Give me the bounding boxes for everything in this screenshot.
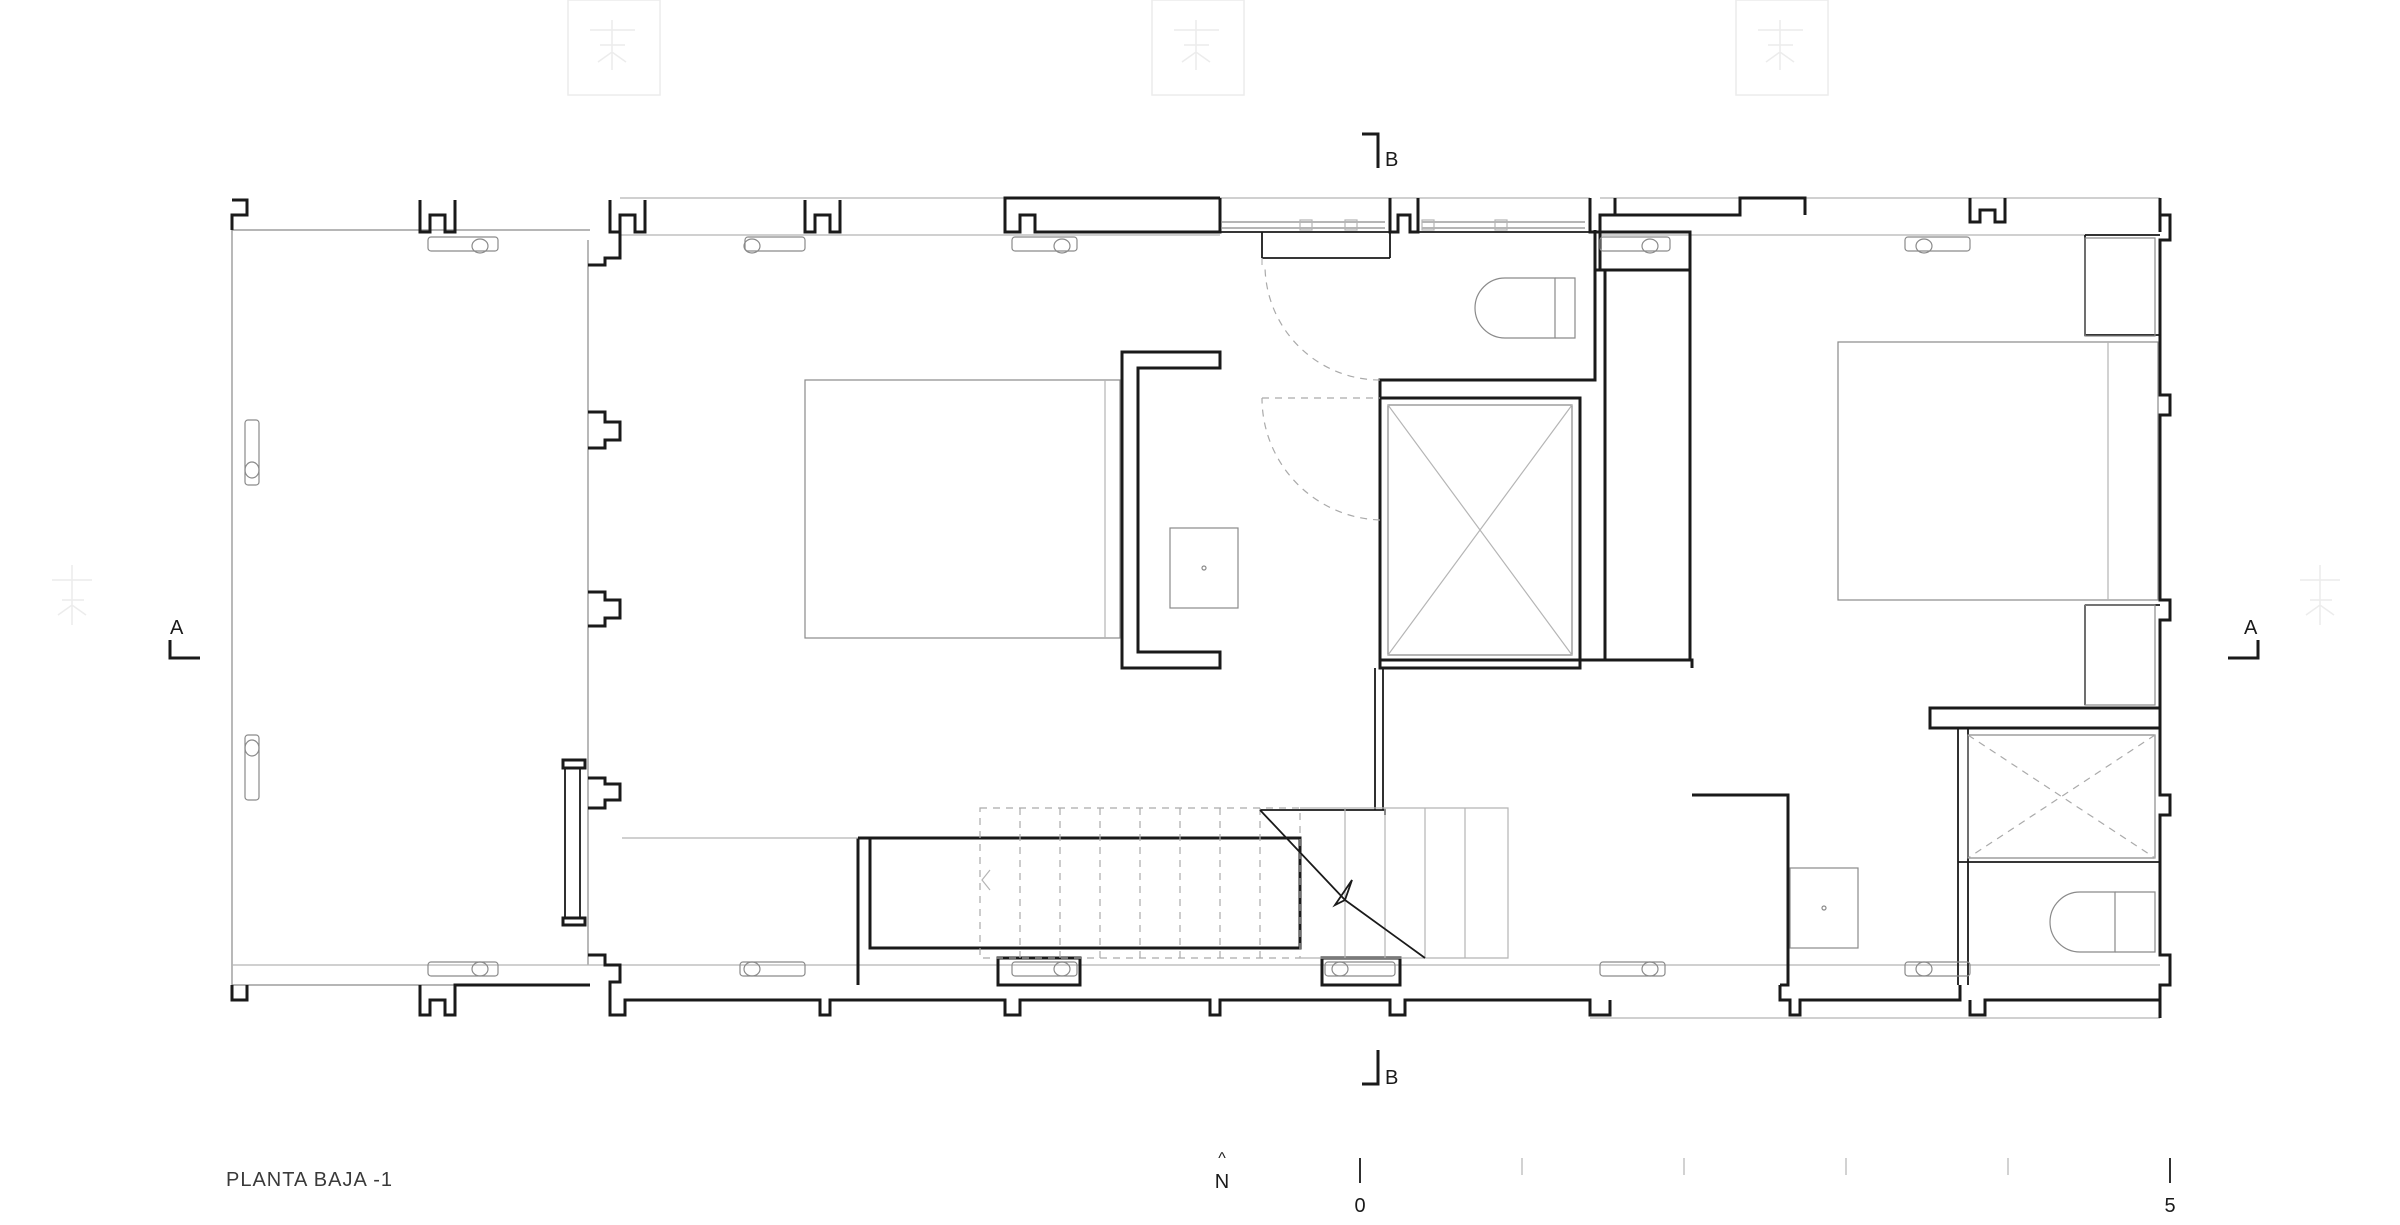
- scale-start-label: 0: [1354, 1195, 1365, 1217]
- scale-bar: 0 5: [1354, 1158, 2176, 1217]
- section-mark-b-top: B: [1385, 149, 1398, 171]
- section-mark-b-bottom: B: [1385, 1067, 1398, 1089]
- terrace-outline: [231, 197, 2160, 1019]
- interior-walls: [561, 230, 2162, 987]
- section-mark-a-right: A: [2244, 617, 2258, 639]
- section-mark-a-left-line: [168, 640, 200, 660]
- furniture: [244, 236, 2159, 977]
- north-label: N: [1215, 1171, 1229, 1193]
- wall-lamps: [244, 236, 1971, 977]
- outer-walls: [230, 196, 2172, 1018]
- north-indicator: ^ N: [1215, 1150, 1229, 1193]
- section-mark-a-left: A: [170, 617, 184, 639]
- north-arrow-icon: ^: [1218, 1150, 1226, 1167]
- watermark-logos: [52, 0, 2340, 625]
- top-sliding-windows: [1222, 219, 1585, 231]
- section-mark-b-top-line: [1362, 132, 1380, 168]
- section-mark-a-right-line: [2228, 640, 2260, 660]
- door-swings: [1261, 258, 1381, 521]
- staircase: [622, 807, 1509, 959]
- shafts: [1387, 404, 2156, 859]
- section-marks: A A B B: [168, 132, 2260, 1089]
- section-mark-b-bottom-line: [1362, 1050, 1380, 1086]
- scale-end-label: 5: [2164, 1195, 2175, 1217]
- plan-title: PLANTA BAJA -1: [226, 1169, 393, 1191]
